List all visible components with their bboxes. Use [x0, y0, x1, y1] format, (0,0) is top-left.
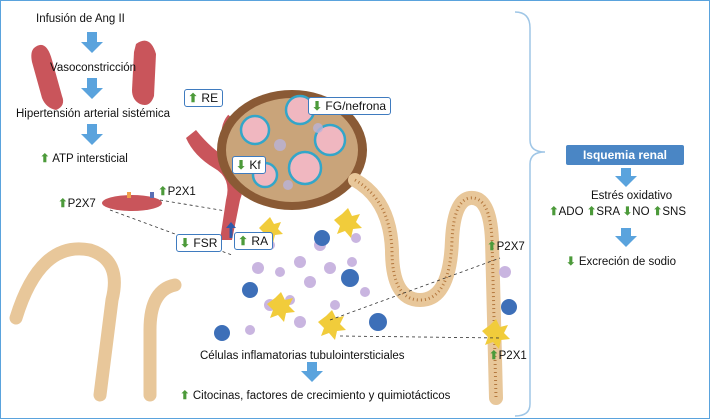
vessel-left: [31, 44, 64, 110]
fg-nefrona-box: ⬇ FG/nefrona: [308, 97, 392, 115]
loop-tubule: [9, 242, 121, 402]
up-arrow-icon: ⬆: [238, 234, 249, 248]
fsr-box: ⬇ FSR: [176, 234, 223, 252]
up-arrow-icon: ⬆: [58, 198, 68, 210]
atp-label: ⬆ ATP intersticial: [40, 153, 128, 165]
down-arrow-icon: ⬇: [622, 206, 633, 218]
interstitial-cells: [214, 208, 517, 349]
markers-row: ⬆ADO ⬆SRA ⬇NO ⬆SNS: [549, 206, 687, 218]
proximal-tubule: [348, 173, 503, 405]
up-arrow-icon: ⬆: [489, 350, 499, 362]
infusion-label: Infusión de Ang II: [36, 13, 125, 25]
glomerular-capillaries: [239, 94, 347, 189]
p2x1-left-label: ⬆P2X1: [158, 186, 196, 198]
ra-box: ⬆ RA: [234, 232, 274, 250]
down-arrow-icon: ⬇: [180, 236, 191, 250]
afferent-arteriole: [186, 130, 244, 240]
up-arrow-icon: ⬆: [188, 91, 199, 105]
estres-label: Estrés oxidativo: [591, 190, 673, 202]
up-arrow-icon: ⬆: [40, 153, 50, 165]
up-arrow-icon: ⬆: [158, 186, 168, 198]
vessel-right: [132, 40, 156, 105]
platelet-cell: [102, 195, 162, 211]
up-arrow-icon: ⬆: [652, 206, 663, 218]
sodio-label: ⬇ Excreción de sodio: [566, 256, 677, 268]
up-arrow-icon: ⬆: [180, 390, 190, 402]
re-box: ⬆ RE: [184, 89, 224, 107]
up-arrow-icon: ⬆: [549, 206, 559, 218]
p2x7-left-label: ⬆P2X7: [58, 198, 96, 210]
p2x1-right-label: ⬆P2X1: [489, 350, 527, 362]
bracket: [514, 11, 546, 417]
down-arrow-icon: ⬇: [236, 158, 247, 172]
hypertension-label: Hipertensión arterial sistémica: [16, 108, 171, 120]
down-arrow-icon: ⬇: [312, 99, 323, 113]
down-arrow-icon: ⬇: [566, 256, 576, 268]
kf-box: ⬇ Kf: [232, 156, 266, 174]
cascade-arrows: [81, 32, 637, 382]
isquemia-banner: Isquemia renal: [566, 145, 684, 165]
vasoconstriction-label: Vasoconstricción: [50, 62, 137, 74]
up-arrow-icon: ⬆: [586, 206, 597, 218]
inflammatory-cells-label: Células inflamatorias tubulointersticial…: [200, 350, 405, 362]
cytokines-label: ⬆ Citocinas, factores de crecimiento y q…: [180, 390, 451, 402]
p2x7-right-label: ⬆P2X7: [487, 241, 525, 253]
up-arrow-icon: ⬆: [487, 241, 497, 253]
